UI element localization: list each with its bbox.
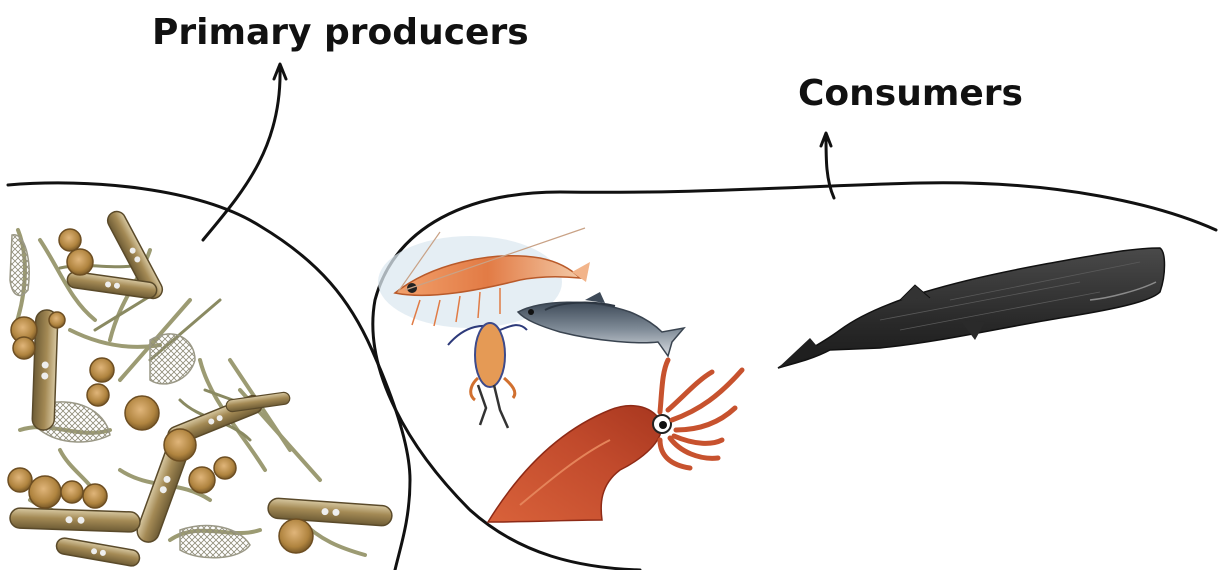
squid	[488, 360, 742, 522]
copepod	[448, 323, 527, 428]
sperm-whale	[778, 248, 1165, 368]
phytoplankton-cluster	[8, 208, 393, 567]
primary-producers-label: Primary producers	[152, 15, 529, 51]
consumers-label: Consumers	[798, 76, 1023, 112]
